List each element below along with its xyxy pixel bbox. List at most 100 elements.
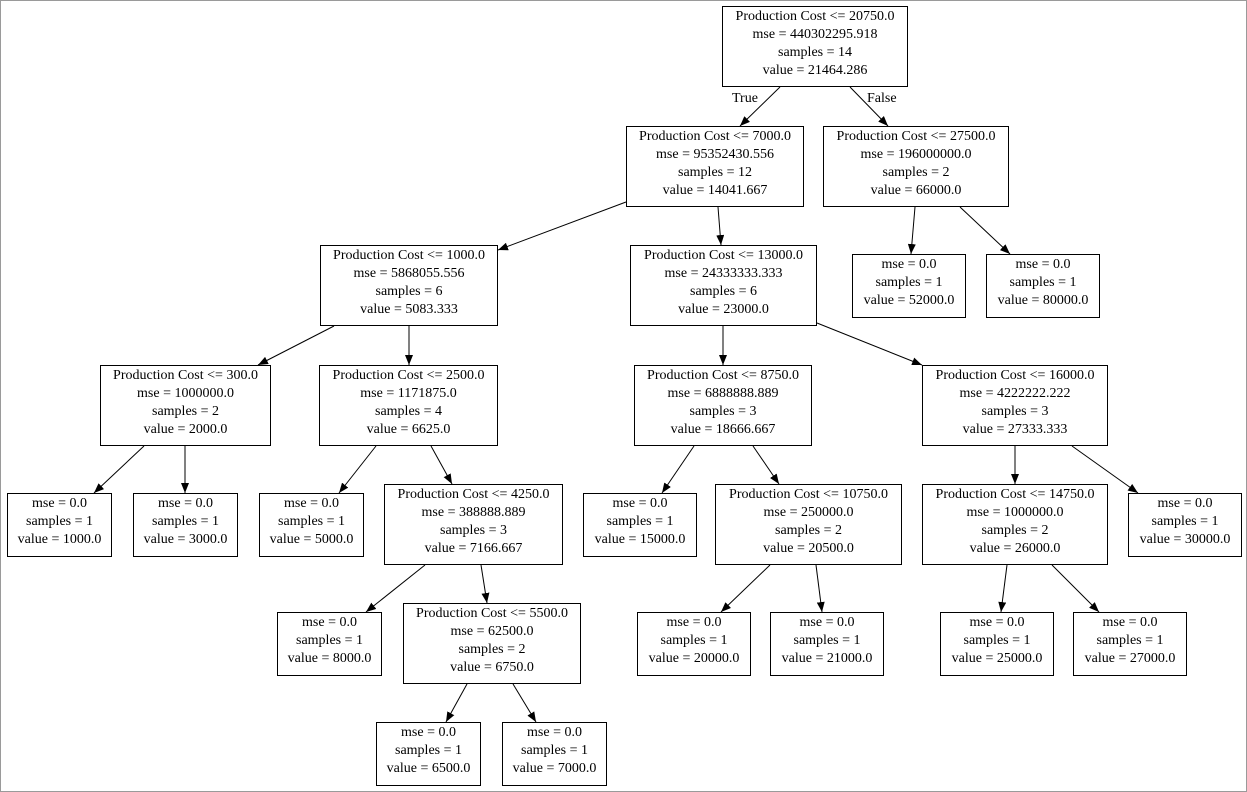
node-line: mse = 6888888.889	[667, 386, 779, 401]
split-node: Production Cost <= 4250.0 mse = 388888.88…	[384, 484, 563, 565]
node-line: Production Cost <= 2500.0	[332, 368, 485, 383]
node-line: mse = 0.0	[1015, 257, 1071, 272]
node-line: value = 18666.667	[670, 422, 776, 437]
node-line: samples = 4	[375, 404, 442, 419]
tree-edge-n14-n19	[365, 564, 426, 613]
node-line: samples = 3	[981, 404, 1049, 419]
node-line: mse = 0.0	[799, 615, 855, 630]
tree-edge-n4-n10	[816, 322, 923, 366]
leaf-node: mse = 0.0 samples = 1 value = 80000.0	[986, 254, 1100, 318]
node-line: mse = 388888.889	[421, 505, 526, 520]
node-line: samples = 1	[26, 514, 93, 529]
node-line: samples = 12	[678, 165, 752, 180]
node-line: mse = 4222222.222	[959, 386, 1071, 401]
node-line: value = 6750.0	[450, 660, 534, 675]
true-edge-label: True	[732, 91, 758, 106]
node-line: mse = 0.0	[881, 257, 937, 272]
node-line: samples = 2	[152, 404, 219, 419]
tree-edge-n20-n25	[445, 683, 468, 723]
node-line: mse = 0.0	[969, 615, 1025, 630]
node-line: samples = 14	[778, 45, 852, 60]
tree-edge-n8-n13	[338, 445, 377, 494]
node-line: mse = 0.0	[1102, 615, 1158, 630]
node-line: Production Cost <= 8750.0	[647, 368, 799, 383]
node-line: samples = 1	[1151, 514, 1219, 529]
node-line: value = 7166.667	[424, 541, 523, 556]
node-line: samples = 2	[981, 523, 1049, 538]
node-line: value = 80000.0	[997, 293, 1089, 308]
node-line: Production Cost <= 14750.0	[935, 487, 1095, 502]
false-edge-label: False	[867, 91, 897, 106]
tree-edge-n1-n3	[497, 201, 627, 251]
node-line: mse = 250000.0	[763, 505, 854, 520]
tree-edge-n16-n22	[815, 564, 825, 613]
split-node: Production Cost <= 14750.0 mse = 1000000.…	[922, 484, 1108, 565]
node-line: value = 1000.0	[17, 532, 102, 547]
node-line: value = 8000.0	[287, 651, 372, 666]
tree-edge-n0-n2	[849, 86, 889, 127]
node-line: Production Cost <= 7000.0	[639, 129, 791, 144]
node-line: Production Cost <= 5500.0	[416, 606, 568, 621]
split-node: Production Cost <= 8750.0 mse = 6888888.8…	[634, 365, 812, 446]
node-line: value = 15000.0	[594, 532, 686, 547]
split-node: Production Cost <= 20750.0 mse = 44030229…	[722, 6, 908, 87]
node-line: samples = 1	[152, 514, 219, 529]
node-line: Production Cost <= 1000.0	[333, 248, 485, 263]
node-line: mse = 196000000.0	[860, 147, 972, 162]
node-line: mse = 0.0	[1157, 496, 1213, 511]
tree-edge-n7-n11	[93, 445, 145, 494]
node-line: mse = 440302295.918	[752, 27, 878, 42]
node-line: value = 21000.0	[781, 651, 873, 666]
node-line: samples = 3	[440, 523, 507, 538]
tree-edge-n17-n23	[998, 564, 1008, 613]
node-line: mse = 5868055.556	[353, 266, 465, 281]
tree-edge-n14-n20	[480, 564, 490, 604]
node-line: samples = 1	[963, 633, 1031, 648]
node-line: samples = 2	[775, 523, 842, 538]
node-line: value = 6625.0	[366, 422, 451, 437]
node-line: samples = 1	[606, 514, 674, 529]
node-line: samples = 1	[1096, 633, 1164, 648]
node-line: samples = 6	[690, 284, 757, 299]
node-line: mse = 24333333.333	[664, 266, 783, 281]
node-line: samples = 6	[375, 284, 443, 299]
node-line: value = 20000.0	[648, 651, 740, 666]
node-line: Production Cost <= 13000.0	[644, 248, 803, 263]
node-line: value = 26000.0	[969, 541, 1061, 556]
tree-edge-n1-n4	[716, 206, 725, 246]
node-line: mse = 1000000.0	[966, 505, 1064, 520]
node-line: value = 52000.0	[863, 293, 955, 308]
node-line: mse = 0.0	[284, 496, 339, 511]
node-line: samples = 1	[875, 275, 943, 290]
node-line: samples = 2	[882, 165, 950, 180]
node-line: Production Cost <= 20750.0	[735, 9, 895, 24]
node-line: Production Cost <= 300.0	[113, 368, 258, 383]
tree-edge-n2-n6	[959, 206, 1011, 255]
node-line: value = 5083.333	[360, 302, 458, 317]
node-line: mse = 0.0	[666, 615, 722, 630]
node-line: value = 5000.0	[269, 532, 354, 547]
tree-edge-n17-n24	[1051, 564, 1100, 613]
tree-edge-n9-n15	[661, 445, 695, 494]
node-line: mse = 62500.0	[450, 624, 534, 639]
split-node: Production Cost <= 1000.0 mse = 5868055.5…	[320, 245, 498, 326]
node-line: Production Cost <= 4250.0	[397, 487, 550, 502]
split-node: Production Cost <= 13000.0 mse = 24333333…	[630, 245, 817, 326]
node-line: mse = 1000000.0	[137, 386, 234, 401]
node-line: value = 21464.286	[762, 63, 868, 78]
tree-edge-n3-n7	[257, 325, 335, 366]
node-line: samples = 1	[660, 633, 728, 648]
node-line: mse = 0.0	[401, 725, 456, 740]
node-line: samples = 1	[1009, 275, 1077, 290]
